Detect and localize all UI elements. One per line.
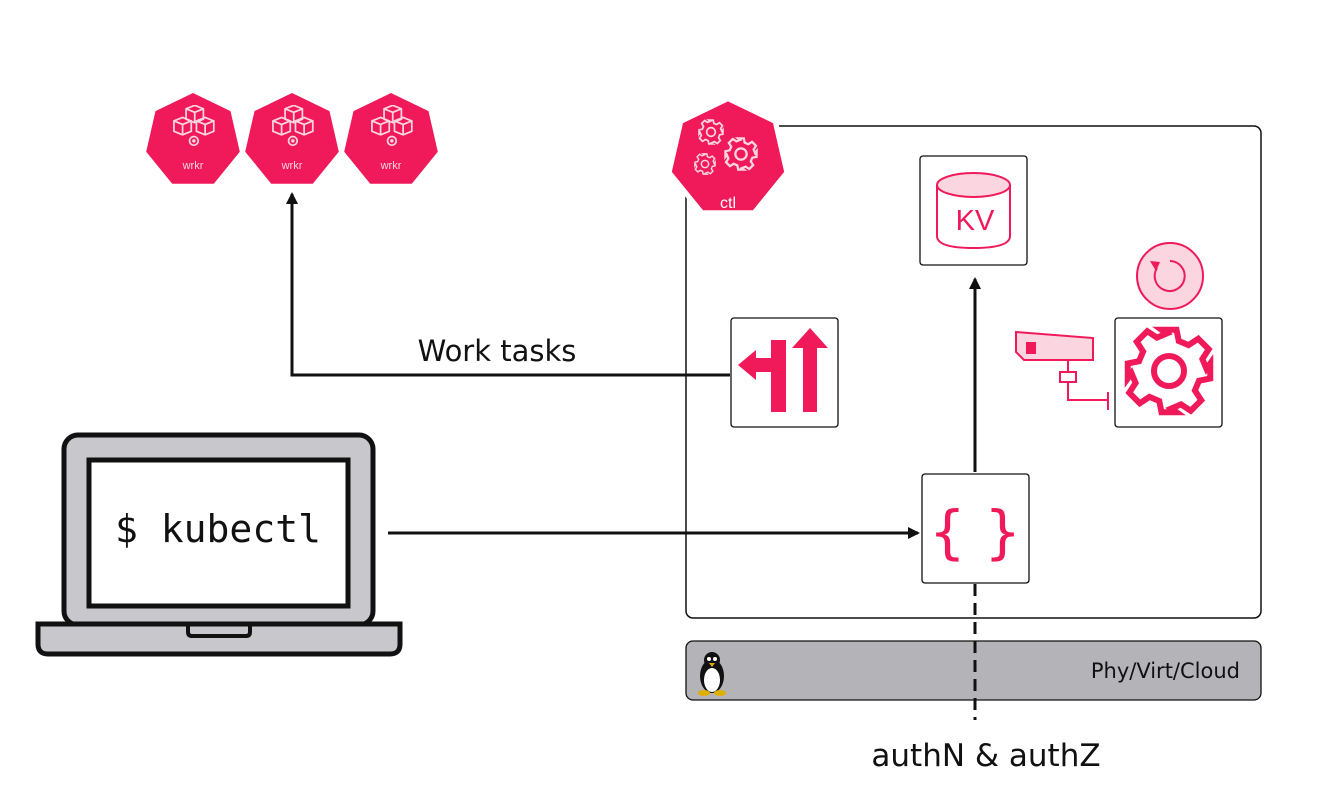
controller-group [1015,242,1223,428]
auth-label: authN & authZ [871,738,1100,774]
worker-node-3: wrkr [344,93,438,184]
work-tasks-label: Work tasks [418,334,577,368]
worker-label: wrkr [281,160,303,172]
worker-label: wrkr [182,160,204,172]
scheduler-box [730,317,839,428]
control-plane-badge: ctl [666,95,790,216]
database-icon [936,172,1011,250]
worker-label: wrkr [380,160,402,172]
turn-arrows-icon [738,328,828,412]
api-server-box: { } [921,473,1030,584]
laptop-icon: $ kubectl [35,432,403,657]
kv-label: KV [956,205,995,237]
worker-node-2: wrkr [245,93,339,184]
kubectl-command: $ kubectl [115,507,321,551]
infrastructure-label: Phy/Virt/Cloud [1091,659,1240,683]
refresh-icon [1136,242,1204,310]
work-tasks-arrow [286,192,730,377]
control-plane-label: ctl [720,195,736,212]
camera-icon [1015,330,1109,410]
braces-icon: { } [929,498,1021,566]
worker-node-1: wrkr [146,93,240,184]
kv-store-box: KV [919,155,1028,266]
linux-penguin-icon [698,652,726,696]
